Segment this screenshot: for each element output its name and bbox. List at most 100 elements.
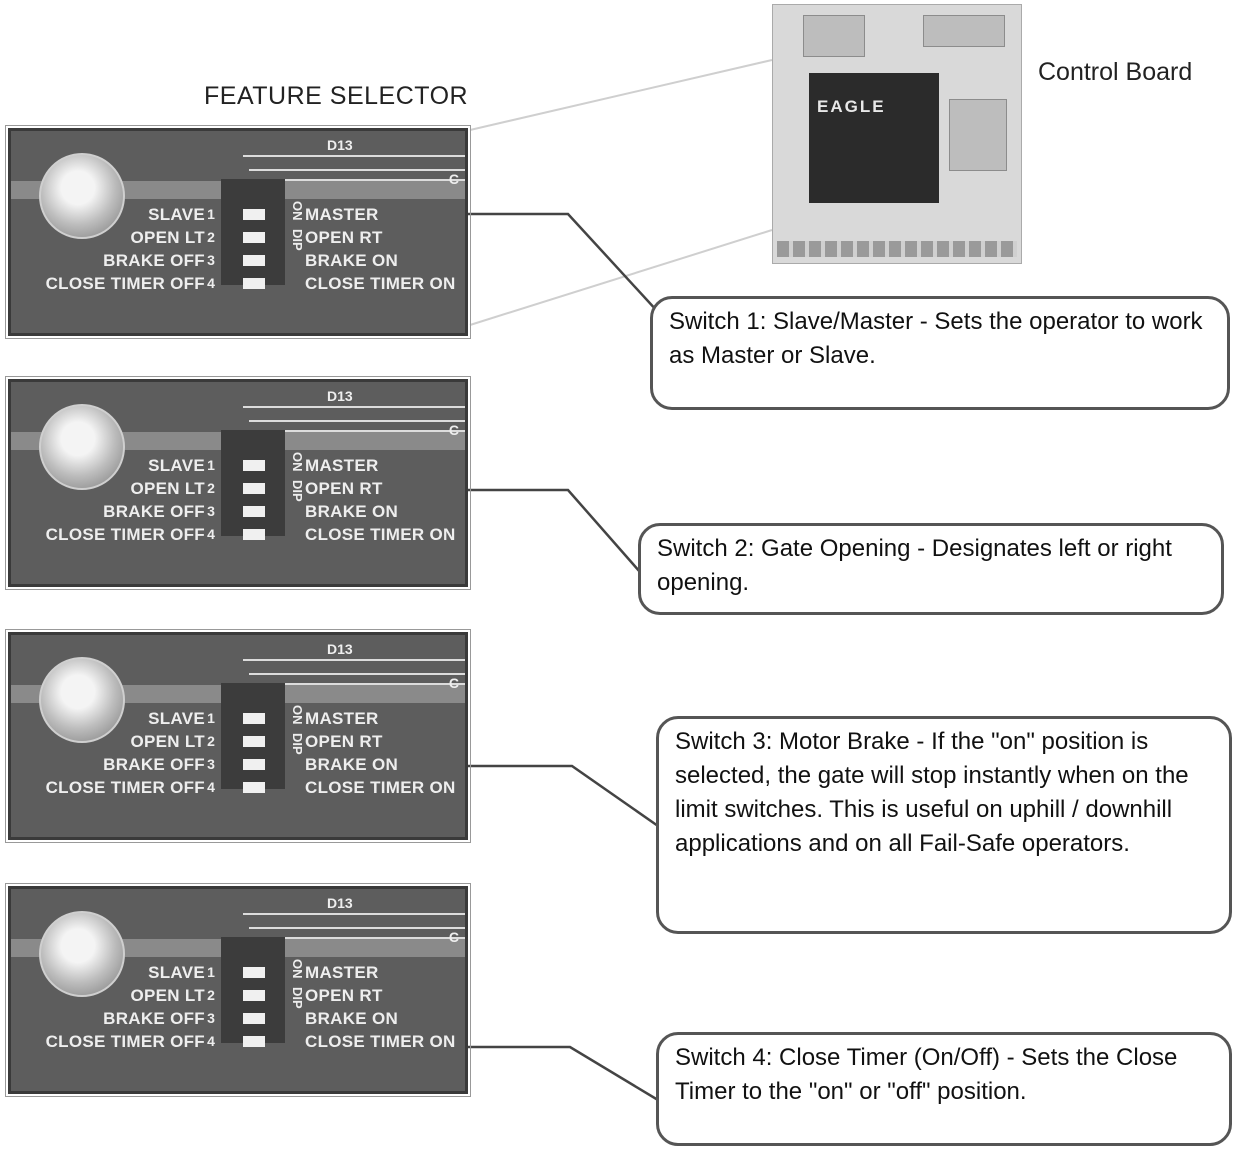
dip-label: DIP: [290, 228, 305, 251]
left-setting-label: BRAKE OFF: [103, 755, 205, 774]
dip-toggle: [243, 1013, 265, 1024]
dip-toggle: [243, 278, 265, 289]
right-setting-label: CLOSE TIMER ON: [305, 1032, 456, 1051]
knob-image: [39, 153, 125, 239]
left-setting-label: BRAKE OFF: [103, 251, 205, 270]
right-setting-label: OPEN RT: [305, 986, 383, 1005]
trace: [243, 155, 465, 157]
switch-number: 2: [207, 229, 215, 245]
switch-numbers: 1 2 3 4: [205, 203, 217, 295]
right-setting-label: BRAKE ON: [305, 1009, 399, 1028]
dip-toggle: [243, 506, 265, 517]
right-setting-label: CLOSE TIMER ON: [305, 525, 456, 544]
trace: [243, 659, 465, 661]
on-label: ON: [290, 705, 305, 725]
dip-toggle: [243, 232, 265, 243]
callout-switch-3: Switch 3: Motor Brake - If the "on" posi…: [656, 716, 1232, 934]
right-setting-label: MASTER: [305, 456, 379, 475]
connector-4: [465, 1045, 659, 1102]
switch-number: 2: [207, 987, 215, 1003]
switch-number: 3: [207, 503, 215, 519]
switch-number: 2: [207, 480, 215, 496]
left-setting-label: CLOSE TIMER OFF: [45, 778, 205, 797]
right-setting-label: OPEN RT: [305, 732, 383, 751]
control-board-image: EAGLE: [772, 4, 1022, 264]
dip-switch: [221, 179, 285, 289]
callout-switch-4: Switch 4: Close Timer (On/Off) - Sets th…: [656, 1032, 1232, 1146]
dip-toggle: [243, 990, 265, 1001]
right-setting-label: BRAKE ON: [305, 755, 399, 774]
trace: [261, 179, 465, 181]
dip-toggle: [243, 736, 265, 747]
switch-number: 1: [207, 206, 215, 222]
dip-label: DIP: [290, 732, 305, 755]
trace: [249, 673, 465, 675]
knob-image: [39, 404, 125, 490]
right-setting-label: OPEN RT: [305, 479, 383, 498]
callout-switch-1: Switch 1: Slave/Master - Sets the operat…: [650, 296, 1230, 410]
switch-number: 3: [207, 756, 215, 772]
dip-toggle: [243, 782, 265, 793]
left-setting-label: SLAVE: [148, 709, 205, 728]
connector-3: [465, 764, 659, 828]
dip-label: DIP: [290, 986, 305, 1009]
dip-toggle: [243, 483, 265, 494]
left-setting-label: CLOSE TIMER OFF: [45, 525, 205, 544]
right-setting-label: MASTER: [305, 709, 379, 728]
callout-switch-2: Switch 2: Gate Opening - Designates left…: [638, 523, 1224, 615]
right-setting-label: OPEN RT: [305, 228, 383, 247]
on-dip-label: ON DIP: [289, 959, 305, 1008]
switch-number: 4: [207, 275, 215, 291]
switch-number: 3: [207, 252, 215, 268]
left-setting-label: SLAVE: [148, 963, 205, 982]
switch-number: 4: [207, 1033, 215, 1049]
trace: [249, 169, 465, 171]
on-dip-label: ON DIP: [289, 705, 305, 754]
trace: [261, 430, 465, 432]
left-setting-label: OPEN LT: [130, 479, 205, 498]
dip-toggle: [243, 255, 265, 266]
on-dip-label: ON DIP: [289, 201, 305, 250]
switch-number: 4: [207, 779, 215, 795]
trace: [249, 420, 465, 422]
left-setting-label: BRAKE OFF: [103, 502, 205, 521]
corner-label: C: [448, 422, 459, 438]
dip-switch: [221, 683, 285, 793]
right-setting-label: MASTER: [305, 205, 379, 224]
trace: [243, 406, 465, 408]
corner-label: C: [448, 675, 459, 691]
switch-number: 3: [207, 1010, 215, 1026]
control-board-caption: Control Board: [1038, 58, 1193, 86]
dip-switch: [221, 937, 285, 1047]
dip-label: DIP: [290, 479, 305, 502]
left-setting-label: OPEN LT: [130, 986, 205, 1005]
left-setting-label: OPEN LT: [130, 732, 205, 751]
dip-toggle: [243, 967, 265, 978]
on-label: ON: [290, 959, 305, 979]
corner-label: C: [448, 929, 459, 945]
knob-image: [39, 657, 125, 743]
left-setting-label: OPEN LT: [130, 228, 205, 247]
left-setting-label: SLAVE: [148, 456, 205, 475]
switch-number: 1: [207, 457, 215, 473]
left-setting-label: SLAVE: [148, 205, 205, 224]
feature-selector-heading: FEATURE SELECTOR: [204, 82, 469, 110]
right-setting-label: CLOSE TIMER ON: [305, 778, 456, 797]
right-setting-label: BRAKE ON: [305, 251, 399, 270]
on-label: ON: [290, 201, 305, 221]
switch-numbers: 1 2 3 4: [205, 454, 217, 546]
right-setting-label: BRAKE ON: [305, 502, 399, 521]
dip-toggle: [243, 759, 265, 770]
on-label: ON: [290, 452, 305, 472]
connector-1: [465, 212, 659, 313]
corner-label: C: [448, 171, 459, 187]
switch-number: 1: [207, 710, 215, 726]
right-setting-label: MASTER: [305, 963, 379, 982]
switch-number: 4: [207, 526, 215, 542]
